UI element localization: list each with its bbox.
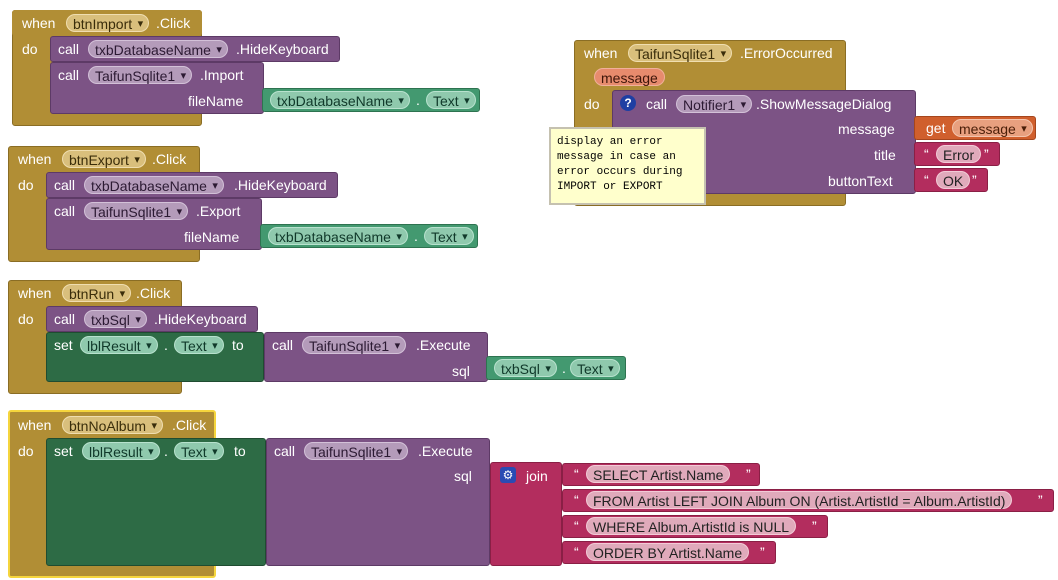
string-value[interactable]: Error bbox=[936, 145, 982, 163]
component-dropdown-txbsql[interactable]: txbSql bbox=[494, 359, 557, 378]
component-dropdown-notifier[interactable]: Notifier1 bbox=[676, 95, 753, 114]
when-label: when bbox=[584, 45, 618, 61]
call-label: call bbox=[54, 311, 76, 327]
set-label: set bbox=[54, 337, 73, 353]
dot-label: . bbox=[164, 443, 168, 459]
dot-label: . bbox=[414, 228, 418, 244]
close-quote: ” bbox=[984, 146, 989, 162]
property-dropdown-text[interactable]: Text bbox=[174, 336, 224, 355]
method-name: .HideKeyboard bbox=[234, 177, 327, 193]
set-label: set bbox=[54, 443, 73, 459]
string-value[interactable]: WHERE Album.ArtistId is NULL bbox=[586, 517, 797, 535]
component-dropdown-taifun[interactable]: TaifunSqlite1 bbox=[88, 66, 193, 85]
when-label: when bbox=[18, 285, 52, 301]
method-name: .Execute bbox=[416, 337, 471, 353]
method-name: .HideKeyboard bbox=[236, 41, 329, 57]
do-label: do bbox=[584, 96, 600, 112]
open-quote: “ bbox=[574, 492, 579, 508]
property-dropdown-text[interactable]: Text bbox=[424, 227, 474, 246]
string-value[interactable]: OK bbox=[936, 171, 971, 189]
event-name: .Click bbox=[156, 15, 191, 31]
string-value[interactable]: FROM Artist LEFT JOIN Album ON (Artist.A… bbox=[586, 491, 1013, 509]
dot-label: . bbox=[416, 92, 420, 108]
arg-label-title: title bbox=[874, 147, 896, 163]
open-quote: “ bbox=[574, 544, 579, 560]
property-dropdown-text[interactable]: Text bbox=[174, 442, 224, 461]
set-lblresult-text-block[interactable] bbox=[46, 438, 266, 566]
get-label: get bbox=[926, 120, 946, 136]
component-dropdown-taifun[interactable]: TaifunSqlite1 bbox=[302, 336, 407, 355]
close-quote: ” bbox=[1038, 492, 1043, 508]
do-label: do bbox=[18, 311, 34, 327]
arg-label-sql: sql bbox=[454, 468, 472, 484]
close-quote: ” bbox=[746, 466, 751, 482]
component-dropdown-lblresult[interactable]: lblResult bbox=[80, 336, 158, 355]
do-label: do bbox=[18, 177, 34, 193]
call-label: call bbox=[646, 96, 668, 112]
component-dropdown-txbdatabasename[interactable]: txbDatabaseName bbox=[270, 91, 410, 110]
component-dropdown-taifun[interactable]: TaifunSqlite1 bbox=[304, 442, 409, 461]
method-name: .Import bbox=[200, 67, 244, 83]
event-name: .ErrorOccurred bbox=[740, 45, 833, 61]
close-quote: ” bbox=[812, 518, 817, 534]
component-dropdown-txbdatabasename[interactable]: txbDatabaseName bbox=[88, 40, 228, 59]
open-quote: “ bbox=[924, 172, 929, 188]
variable-dropdown-message[interactable]: message bbox=[952, 119, 1033, 138]
close-quote: ” bbox=[760, 544, 765, 560]
when-label: when bbox=[18, 151, 52, 167]
property-dropdown-text[interactable]: Text bbox=[426, 91, 476, 110]
method-name: .Execute bbox=[418, 443, 473, 459]
component-dropdown-lblresult[interactable]: lblResult bbox=[82, 442, 160, 461]
component-dropdown-btnrun[interactable]: btnRun bbox=[62, 284, 132, 303]
arg-label-sql: sql bbox=[452, 363, 470, 379]
dot-label: . bbox=[562, 360, 566, 376]
component-dropdown-txbdatabasename[interactable]: txbDatabaseName bbox=[84, 176, 224, 195]
string-value[interactable]: SELECT Artist.Name bbox=[586, 465, 731, 483]
component-dropdown-btnnoalbum[interactable]: btnNoAlbum bbox=[62, 416, 164, 435]
component-dropdown-taifun[interactable]: TaifunSqlite1 bbox=[628, 44, 733, 63]
when-label: when bbox=[18, 417, 52, 433]
gear-icon[interactable]: ⚙ bbox=[500, 467, 516, 483]
component-dropdown-btnexport[interactable]: btnExport bbox=[62, 150, 146, 169]
string-value[interactable]: ORDER BY Artist.Name bbox=[586, 543, 750, 561]
do-label: do bbox=[22, 41, 38, 57]
call-label: call bbox=[54, 177, 76, 193]
component-dropdown-taifun[interactable]: TaifunSqlite1 bbox=[84, 202, 189, 221]
event-parameter-message[interactable]: message bbox=[594, 68, 665, 86]
open-quote: “ bbox=[574, 518, 579, 534]
event-name: .Click bbox=[136, 285, 171, 301]
property-dropdown-text[interactable]: Text bbox=[570, 359, 620, 378]
call-label: call bbox=[272, 337, 294, 353]
open-quote: “ bbox=[574, 466, 579, 482]
open-quote: “ bbox=[924, 146, 929, 162]
call-label: call bbox=[58, 41, 80, 57]
arg-label-message: message bbox=[838, 121, 895, 137]
comment-bubble[interactable]: display an error message in case an erro… bbox=[549, 127, 706, 205]
event-name: .Click bbox=[172, 417, 207, 433]
component-dropdown-txbdatabasename[interactable]: txbDatabaseName bbox=[268, 227, 408, 246]
arg-label-filename: fileName bbox=[184, 229, 240, 245]
call-label: call bbox=[274, 443, 296, 459]
component-dropdown-txbsql[interactable]: txbSql bbox=[84, 310, 147, 329]
arg-label-filename: fileName bbox=[188, 93, 244, 109]
event-name: .Click bbox=[152, 151, 187, 167]
close-quote: ” bbox=[972, 172, 977, 188]
dot-label: . bbox=[164, 337, 168, 353]
arg-label-buttontext: buttonText bbox=[828, 173, 893, 189]
method-name: .ShowMessageDialog bbox=[756, 96, 892, 112]
call-hidekeyboard-block[interactable] bbox=[46, 306, 258, 332]
do-label: do bbox=[18, 443, 34, 459]
call-label: call bbox=[58, 67, 80, 83]
method-name: .Export bbox=[196, 203, 241, 219]
to-label: to bbox=[232, 337, 244, 353]
question-mark-icon[interactable]: ? bbox=[620, 95, 636, 111]
method-name: .HideKeyboard bbox=[154, 311, 247, 327]
call-label: call bbox=[54, 203, 76, 219]
join-label: join bbox=[526, 468, 548, 484]
to-label: to bbox=[234, 443, 246, 459]
when-label: when bbox=[22, 15, 56, 31]
component-dropdown-btnimport[interactable]: btnImport bbox=[66, 14, 150, 33]
